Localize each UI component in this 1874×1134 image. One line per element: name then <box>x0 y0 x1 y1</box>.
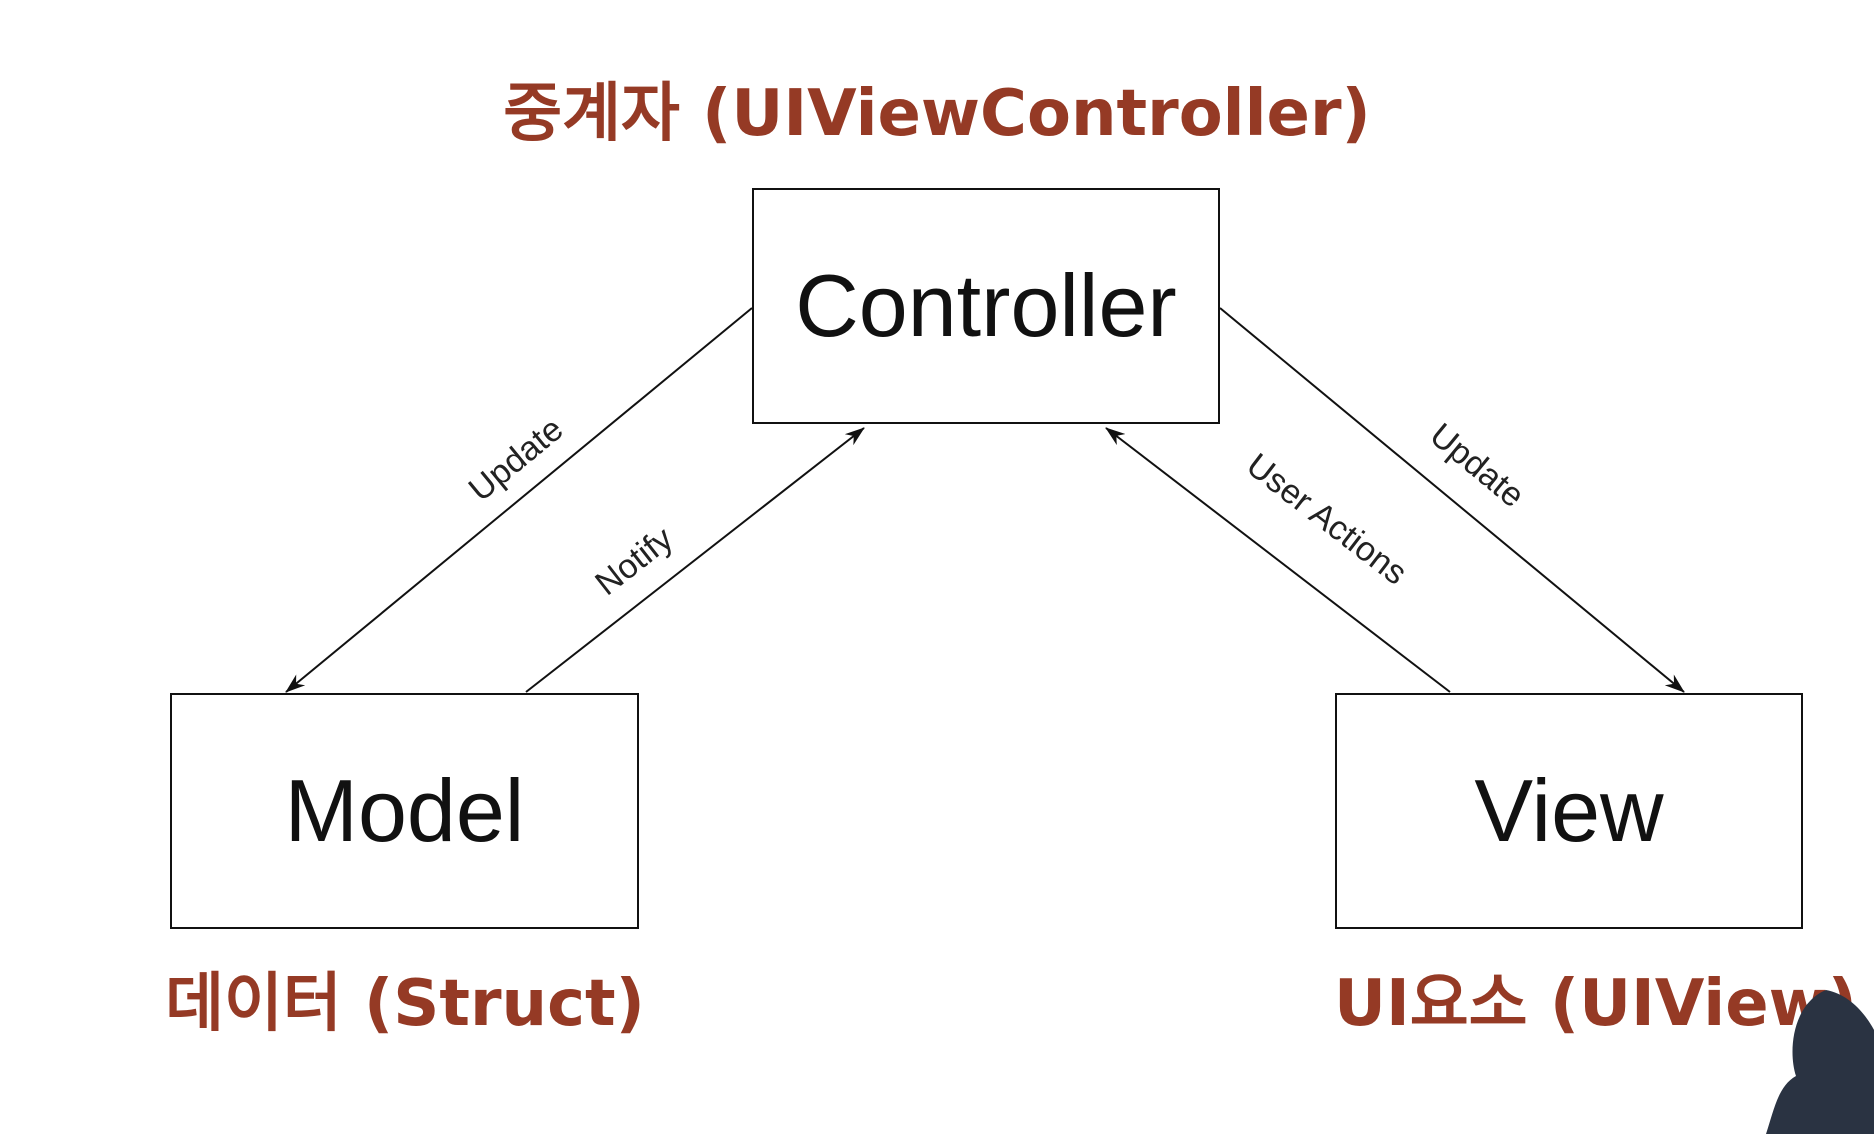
presenter-silhouette <box>1766 990 1874 1134</box>
controller-caption: 중계자 (UIViewController) <box>503 77 1371 151</box>
view-box: View <box>1335 693 1803 929</box>
user-actions-arrow <box>1105 427 1451 693</box>
update-model-label: Update <box>462 410 571 509</box>
view-caption: UI요소 (UIView) <box>1334 967 1857 1041</box>
notify-controller-arrow <box>525 427 865 693</box>
update-view-arrow <box>1219 307 1685 693</box>
view-box-label: View <box>1474 761 1664 860</box>
controller-box: Controller <box>752 188 1220 424</box>
update-model-arrow <box>285 307 753 693</box>
model-caption: 데이터 (Struct) <box>165 967 645 1041</box>
model-box: Model <box>170 693 639 929</box>
controller-box-label: Controller <box>795 256 1177 355</box>
user-actions-label: User Actions <box>1239 446 1414 592</box>
model-box-label: Model <box>284 761 525 860</box>
update-view-label: Update <box>1423 416 1532 515</box>
notify-label: Notify <box>588 520 680 603</box>
